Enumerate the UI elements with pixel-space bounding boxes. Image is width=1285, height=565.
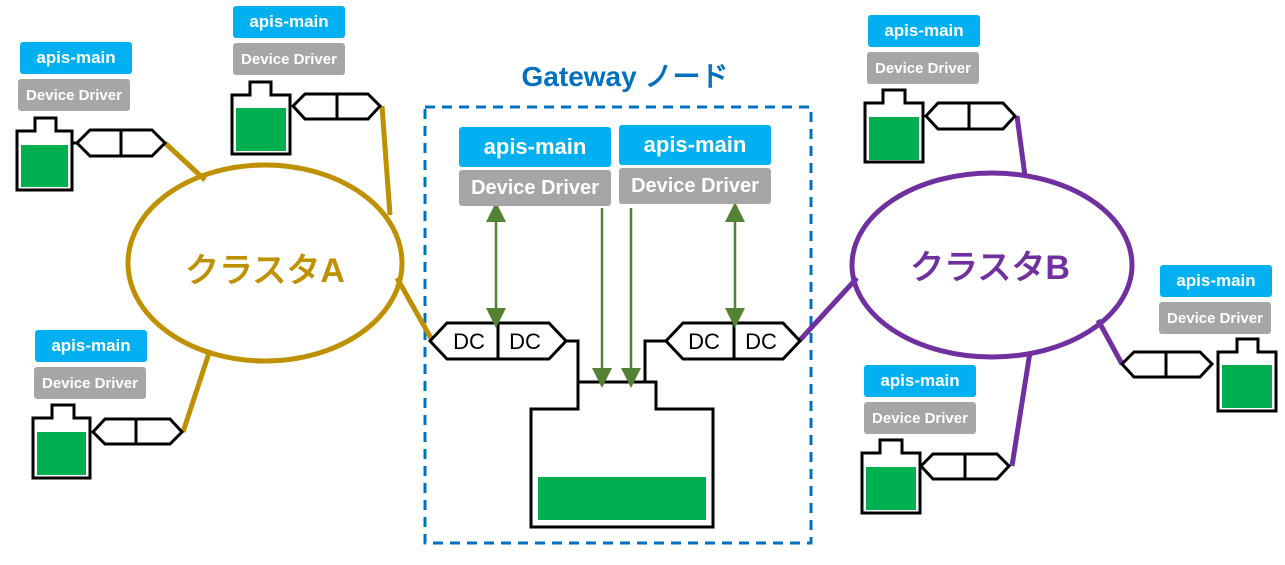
cluster-a-link-3 <box>180 349 213 433</box>
cluster-b-node-2-device-driver: Device Driver <box>1159 302 1271 334</box>
cluster-b-node-1 <box>863 88 1018 164</box>
cluster-b-link-3 <box>1009 351 1033 467</box>
gateway-apis-main-1: apis-main <box>459 127 611 167</box>
cluster-a-node-1 <box>15 116 168 192</box>
cluster-a-ellipse <box>125 162 405 364</box>
cluster-a-node-3-device-driver: Device Driver <box>34 367 146 399</box>
gateway-device-driver-2: Device Driver <box>619 168 771 204</box>
cluster-a-label: クラスタA <box>185 252 345 290</box>
cluster-b-node-2 <box>1119 337 1278 413</box>
cluster-b-label: クラスタB <box>910 249 1070 287</box>
cluster-b-node-2-apis-main: apis-main <box>1160 265 1272 297</box>
cluster-b-node-1-device-driver: Device Driver <box>867 52 979 84</box>
cluster-b-ellipse <box>849 170 1135 360</box>
cluster-a-node-1-device-driver: Device Driver <box>18 79 130 111</box>
gateway-dc-left-a: DC <box>453 329 485 354</box>
gateway-battery <box>529 339 715 529</box>
cluster-b-link-gw <box>798 276 859 342</box>
cluster-b-link-2 <box>1095 318 1125 366</box>
cluster-a-node-2-device-driver: Device Driver <box>233 43 345 75</box>
cluster-a-node-3-apis-main: apis-main <box>35 330 147 362</box>
cluster-a-node-2-apis-main: apis-main <box>233 6 345 38</box>
gateway-dc-right: DC DC <box>663 321 803 361</box>
cluster-a-node-2 <box>230 80 383 156</box>
cluster-b-node-3 <box>860 438 1012 515</box>
gateway-device-driver-1: Device Driver <box>459 170 611 206</box>
cluster-b-link-1 <box>1014 115 1028 177</box>
cluster-b-node-1-apis-main: apis-main <box>868 15 980 47</box>
gateway-dc-right-b: DC <box>745 329 777 354</box>
cluster-a-node-3 <box>31 403 185 480</box>
cluster-a-network <box>125 105 435 433</box>
gateway-apis-main-2: apis-main <box>619 125 771 165</box>
cluster-b-network <box>798 115 1135 467</box>
cluster-b-node-3-apis-main: apis-main <box>864 365 976 397</box>
cluster-a-node-1-apis-main: apis-main <box>20 42 132 74</box>
cluster-a-link-gw <box>394 276 435 342</box>
gateway-title: Gateway ノード <box>521 61 729 92</box>
cluster-a-link-2 <box>379 105 393 216</box>
gateway-dc-right-a: DC <box>688 329 720 354</box>
gateway-dc-left-b: DC <box>509 329 541 354</box>
gateway-dc-left: DC DC <box>427 321 569 361</box>
cluster-b-node-3-device-driver: Device Driver <box>864 402 976 434</box>
cluster-a-link-1 <box>163 141 207 182</box>
gateway-arrows <box>486 202 745 388</box>
